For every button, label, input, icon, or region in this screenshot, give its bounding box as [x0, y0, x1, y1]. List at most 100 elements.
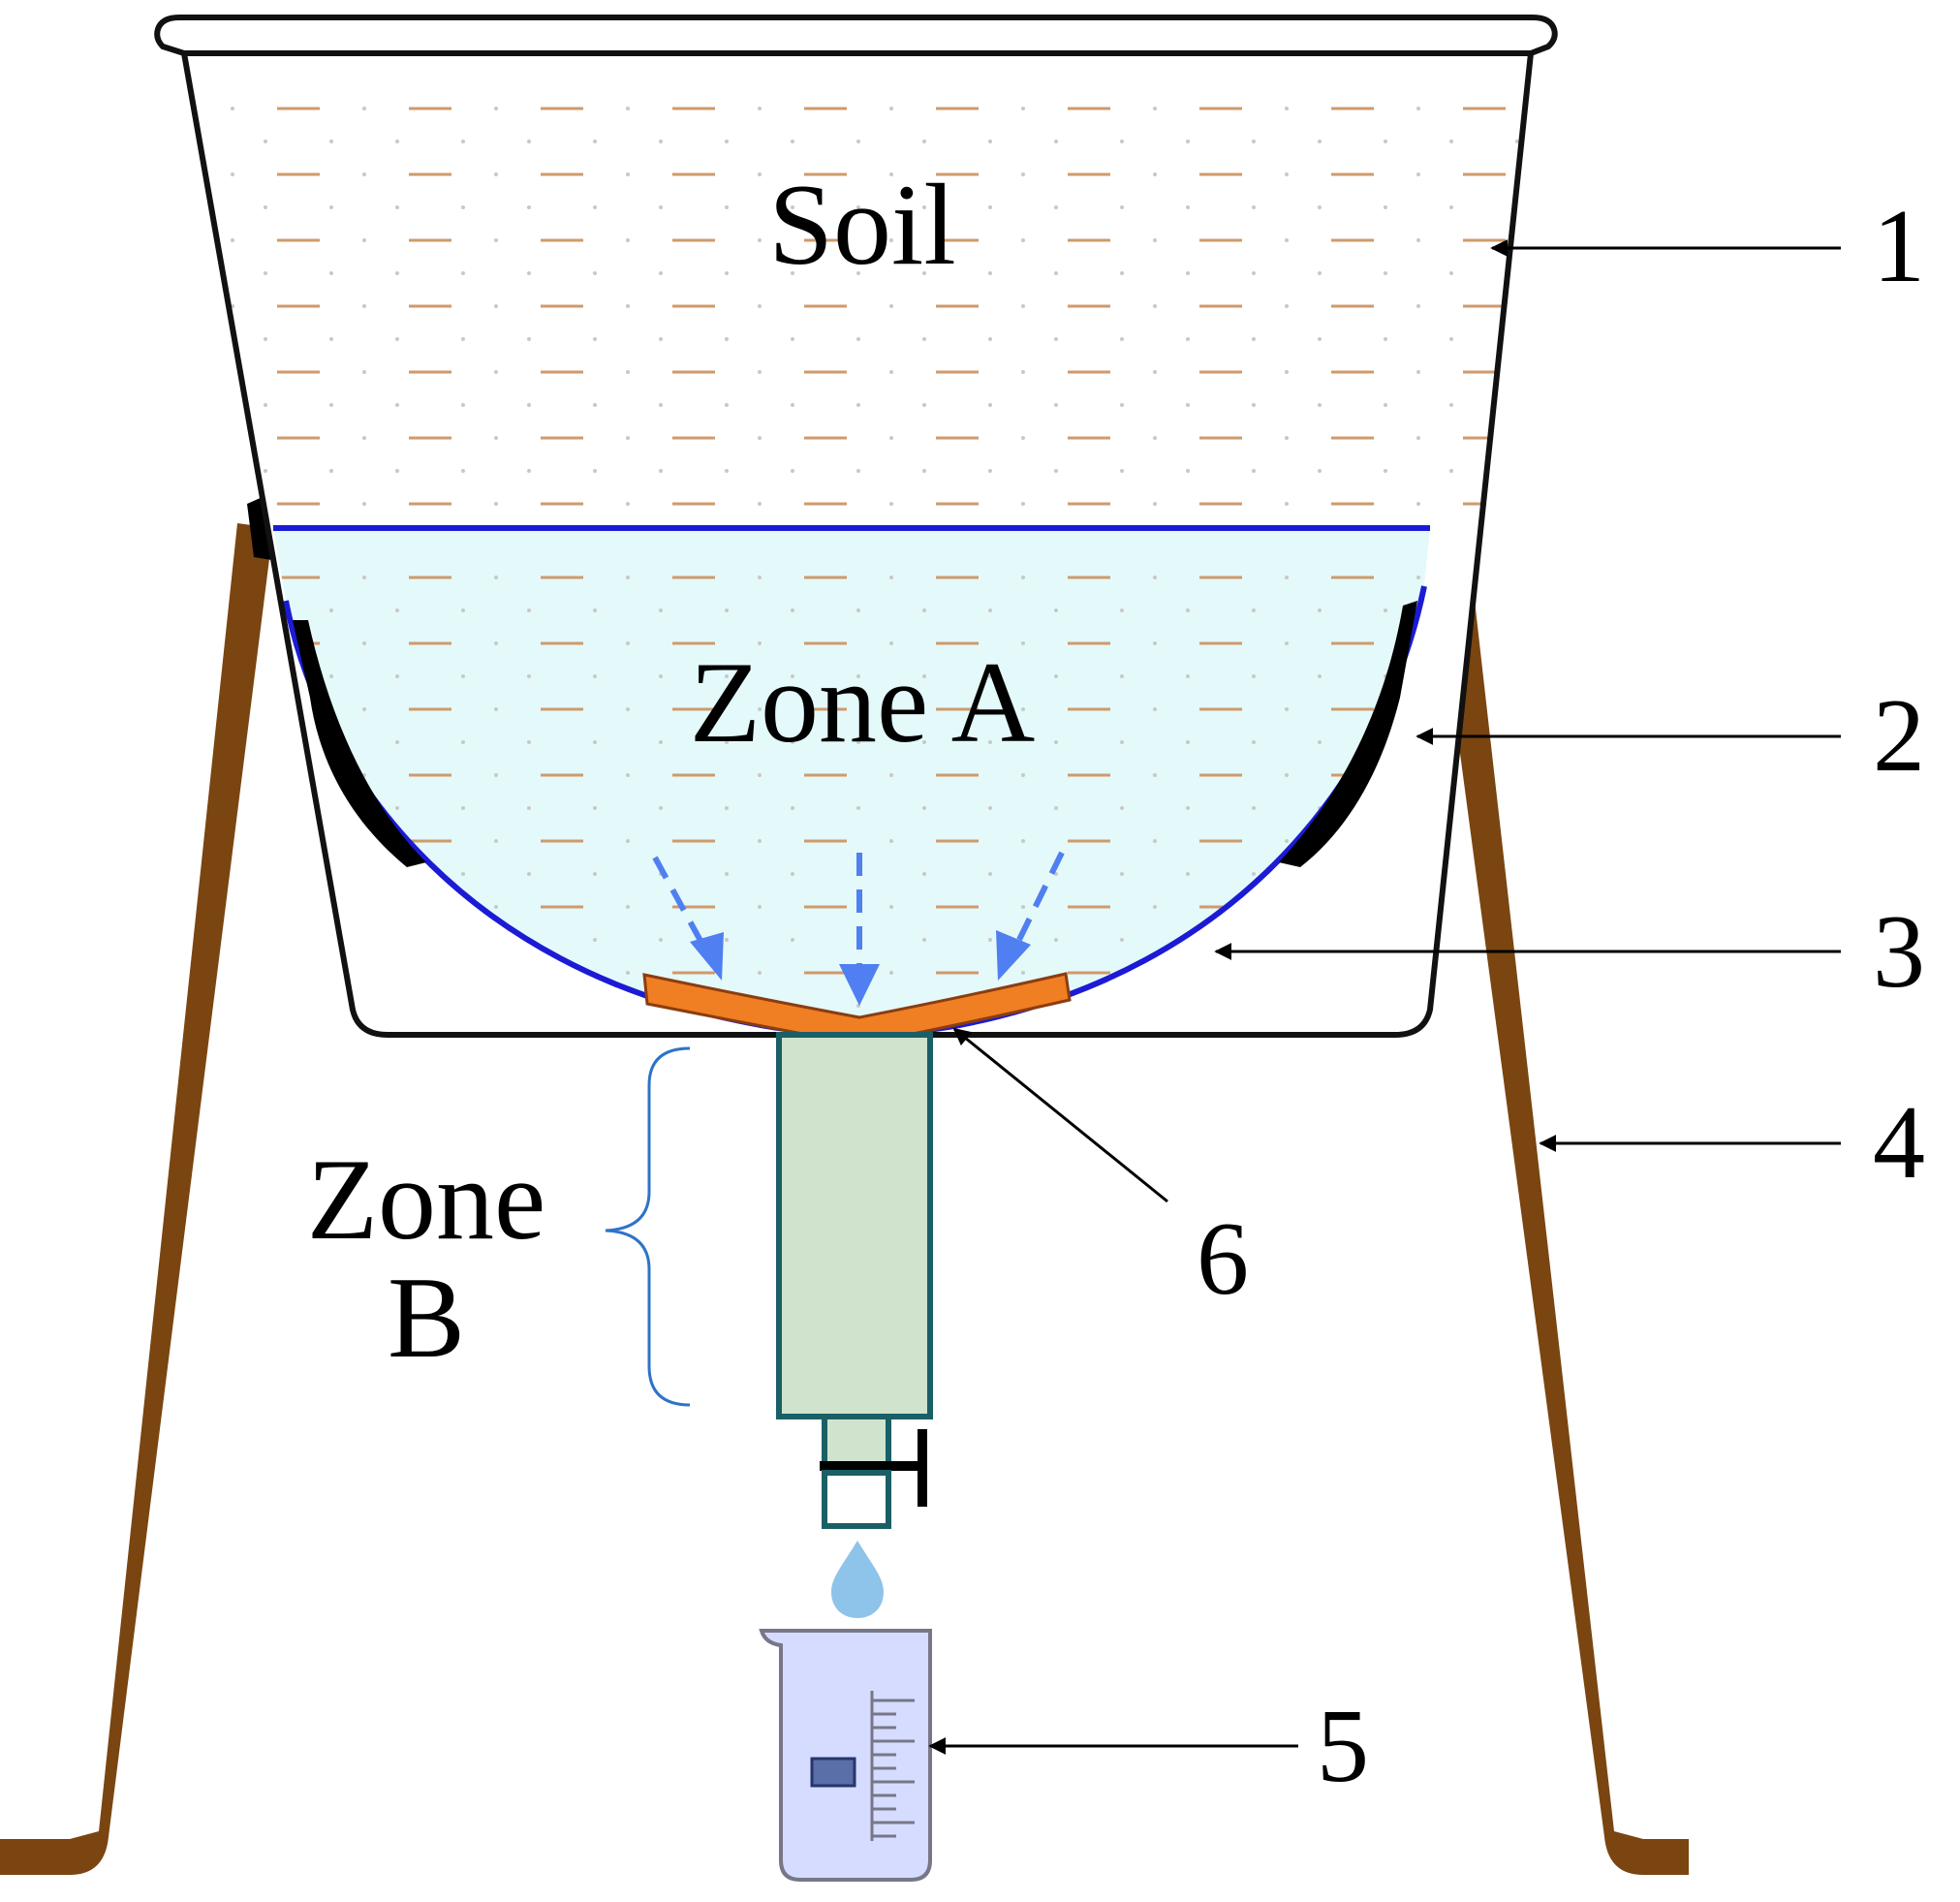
- drainage-arrowheads: [690, 930, 1031, 1006]
- soil-dot: [659, 403, 663, 407]
- soil-dot: [593, 674, 597, 678]
- soil-dot: [1186, 271, 1190, 275]
- soil-dot: [1252, 140, 1256, 143]
- soil-dot: [1153, 107, 1157, 110]
- soil-dot: [1416, 304, 1420, 308]
- soil-dot: [1548, 905, 1552, 909]
- soil-dot: [856, 674, 860, 678]
- soil-dot: [725, 608, 729, 612]
- soil-dot: [494, 773, 498, 777]
- soil-dot: [1153, 238, 1157, 242]
- soil-dot: [758, 576, 762, 579]
- soil-dot: [1186, 469, 1190, 473]
- soil-dot: [626, 172, 630, 176]
- soil-dot: [725, 337, 729, 341]
- soil-dot: [1647, 938, 1651, 942]
- soil-dot: [889, 905, 893, 909]
- soil-dot: [1153, 707, 1157, 711]
- soil-dot: [527, 205, 531, 209]
- soil-dot: [1384, 337, 1387, 341]
- soil-dot: [1021, 839, 1025, 843]
- soil-dot: [1153, 576, 1157, 579]
- soil-dot: [362, 502, 366, 506]
- soil-dot: [988, 806, 992, 810]
- soil-dot: [791, 205, 794, 209]
- soil-dot: [725, 938, 729, 942]
- soil-dot: [362, 436, 366, 440]
- soil-dot: [593, 337, 597, 341]
- soil-dot: [1252, 403, 1256, 407]
- soil-dot: [856, 608, 860, 612]
- soil-dot: [988, 469, 992, 473]
- soil-dot: [1548, 370, 1552, 374]
- soil-dot: [988, 740, 992, 744]
- soil-dot: [889, 839, 893, 843]
- soil-dot: [1416, 436, 1420, 440]
- soil-dot: [527, 740, 531, 744]
- soil-dot: [1285, 238, 1289, 242]
- soil-dot: [1581, 271, 1585, 275]
- soil-dot: [1548, 502, 1552, 506]
- soil-dot: [758, 436, 762, 440]
- soil-dot: [494, 172, 498, 176]
- soil-dot: [1416, 502, 1420, 506]
- soil-dot: [1384, 205, 1387, 209]
- soil-dot: [856, 271, 860, 275]
- soil-dot: [231, 370, 234, 374]
- soil-dot: [395, 205, 399, 209]
- soil-dot: [1186, 806, 1190, 810]
- soil-dot: [889, 238, 893, 242]
- soil-dot: [1153, 641, 1157, 645]
- label-zone-b-line1: Zone: [307, 1135, 546, 1263]
- soil-dot: [1186, 205, 1190, 209]
- soil-dot: [362, 707, 366, 711]
- liner-left: [293, 620, 426, 867]
- soil-dot: [791, 608, 794, 612]
- soil-dot: [758, 502, 762, 506]
- soil-dot: [362, 641, 366, 645]
- soil-dot: [1515, 140, 1519, 143]
- soil-dot: [758, 304, 762, 308]
- soil-dot: [461, 469, 465, 473]
- soil-dot: [889, 370, 893, 374]
- filter-layer: [642, 972, 1072, 1046]
- soil-dot: [1581, 469, 1585, 473]
- soil-dot: [494, 304, 498, 308]
- soil-dot: [889, 502, 893, 506]
- soil-dot: [494, 502, 498, 506]
- soil-dot: [1318, 608, 1322, 612]
- soil-dot: [1384, 271, 1387, 275]
- soil-dot: [1515, 674, 1519, 678]
- soil-dot: [1318, 337, 1322, 341]
- soil-dot: [725, 205, 729, 209]
- soil-dot: [1120, 140, 1124, 143]
- soil-dot: [1153, 172, 1157, 176]
- zone-b-tube: [776, 1032, 933, 1529]
- soil-dot: [1581, 674, 1585, 678]
- soil-dot: [461, 806, 465, 810]
- soil-dot: [1252, 469, 1256, 473]
- soil-dot: [1581, 938, 1585, 942]
- soil-dot: [494, 238, 498, 242]
- soil-dot: [659, 140, 663, 143]
- soil-dot: [527, 403, 531, 407]
- soil-dot: [1647, 205, 1651, 209]
- soil-dot: [1021, 971, 1025, 975]
- soil-dot: [395, 469, 399, 473]
- soil-dot: [395, 403, 399, 407]
- soil-dot: [264, 674, 267, 678]
- soil-dot: [791, 469, 794, 473]
- soil-dot: [1186, 740, 1190, 744]
- soil-dot: [791, 140, 794, 143]
- soil-dot: [1186, 674, 1190, 678]
- soil-dot: [527, 872, 531, 876]
- soil-dot: [1153, 502, 1157, 506]
- soil-dot: [329, 608, 333, 612]
- soil-dot: [659, 608, 663, 612]
- beaker: [759, 1629, 932, 1882]
- soil-dot: [1186, 872, 1190, 876]
- soil-dot: [1647, 806, 1651, 810]
- soil-dot: [791, 938, 794, 942]
- soil-dot: [1647, 337, 1651, 341]
- soil-dot: [527, 806, 531, 810]
